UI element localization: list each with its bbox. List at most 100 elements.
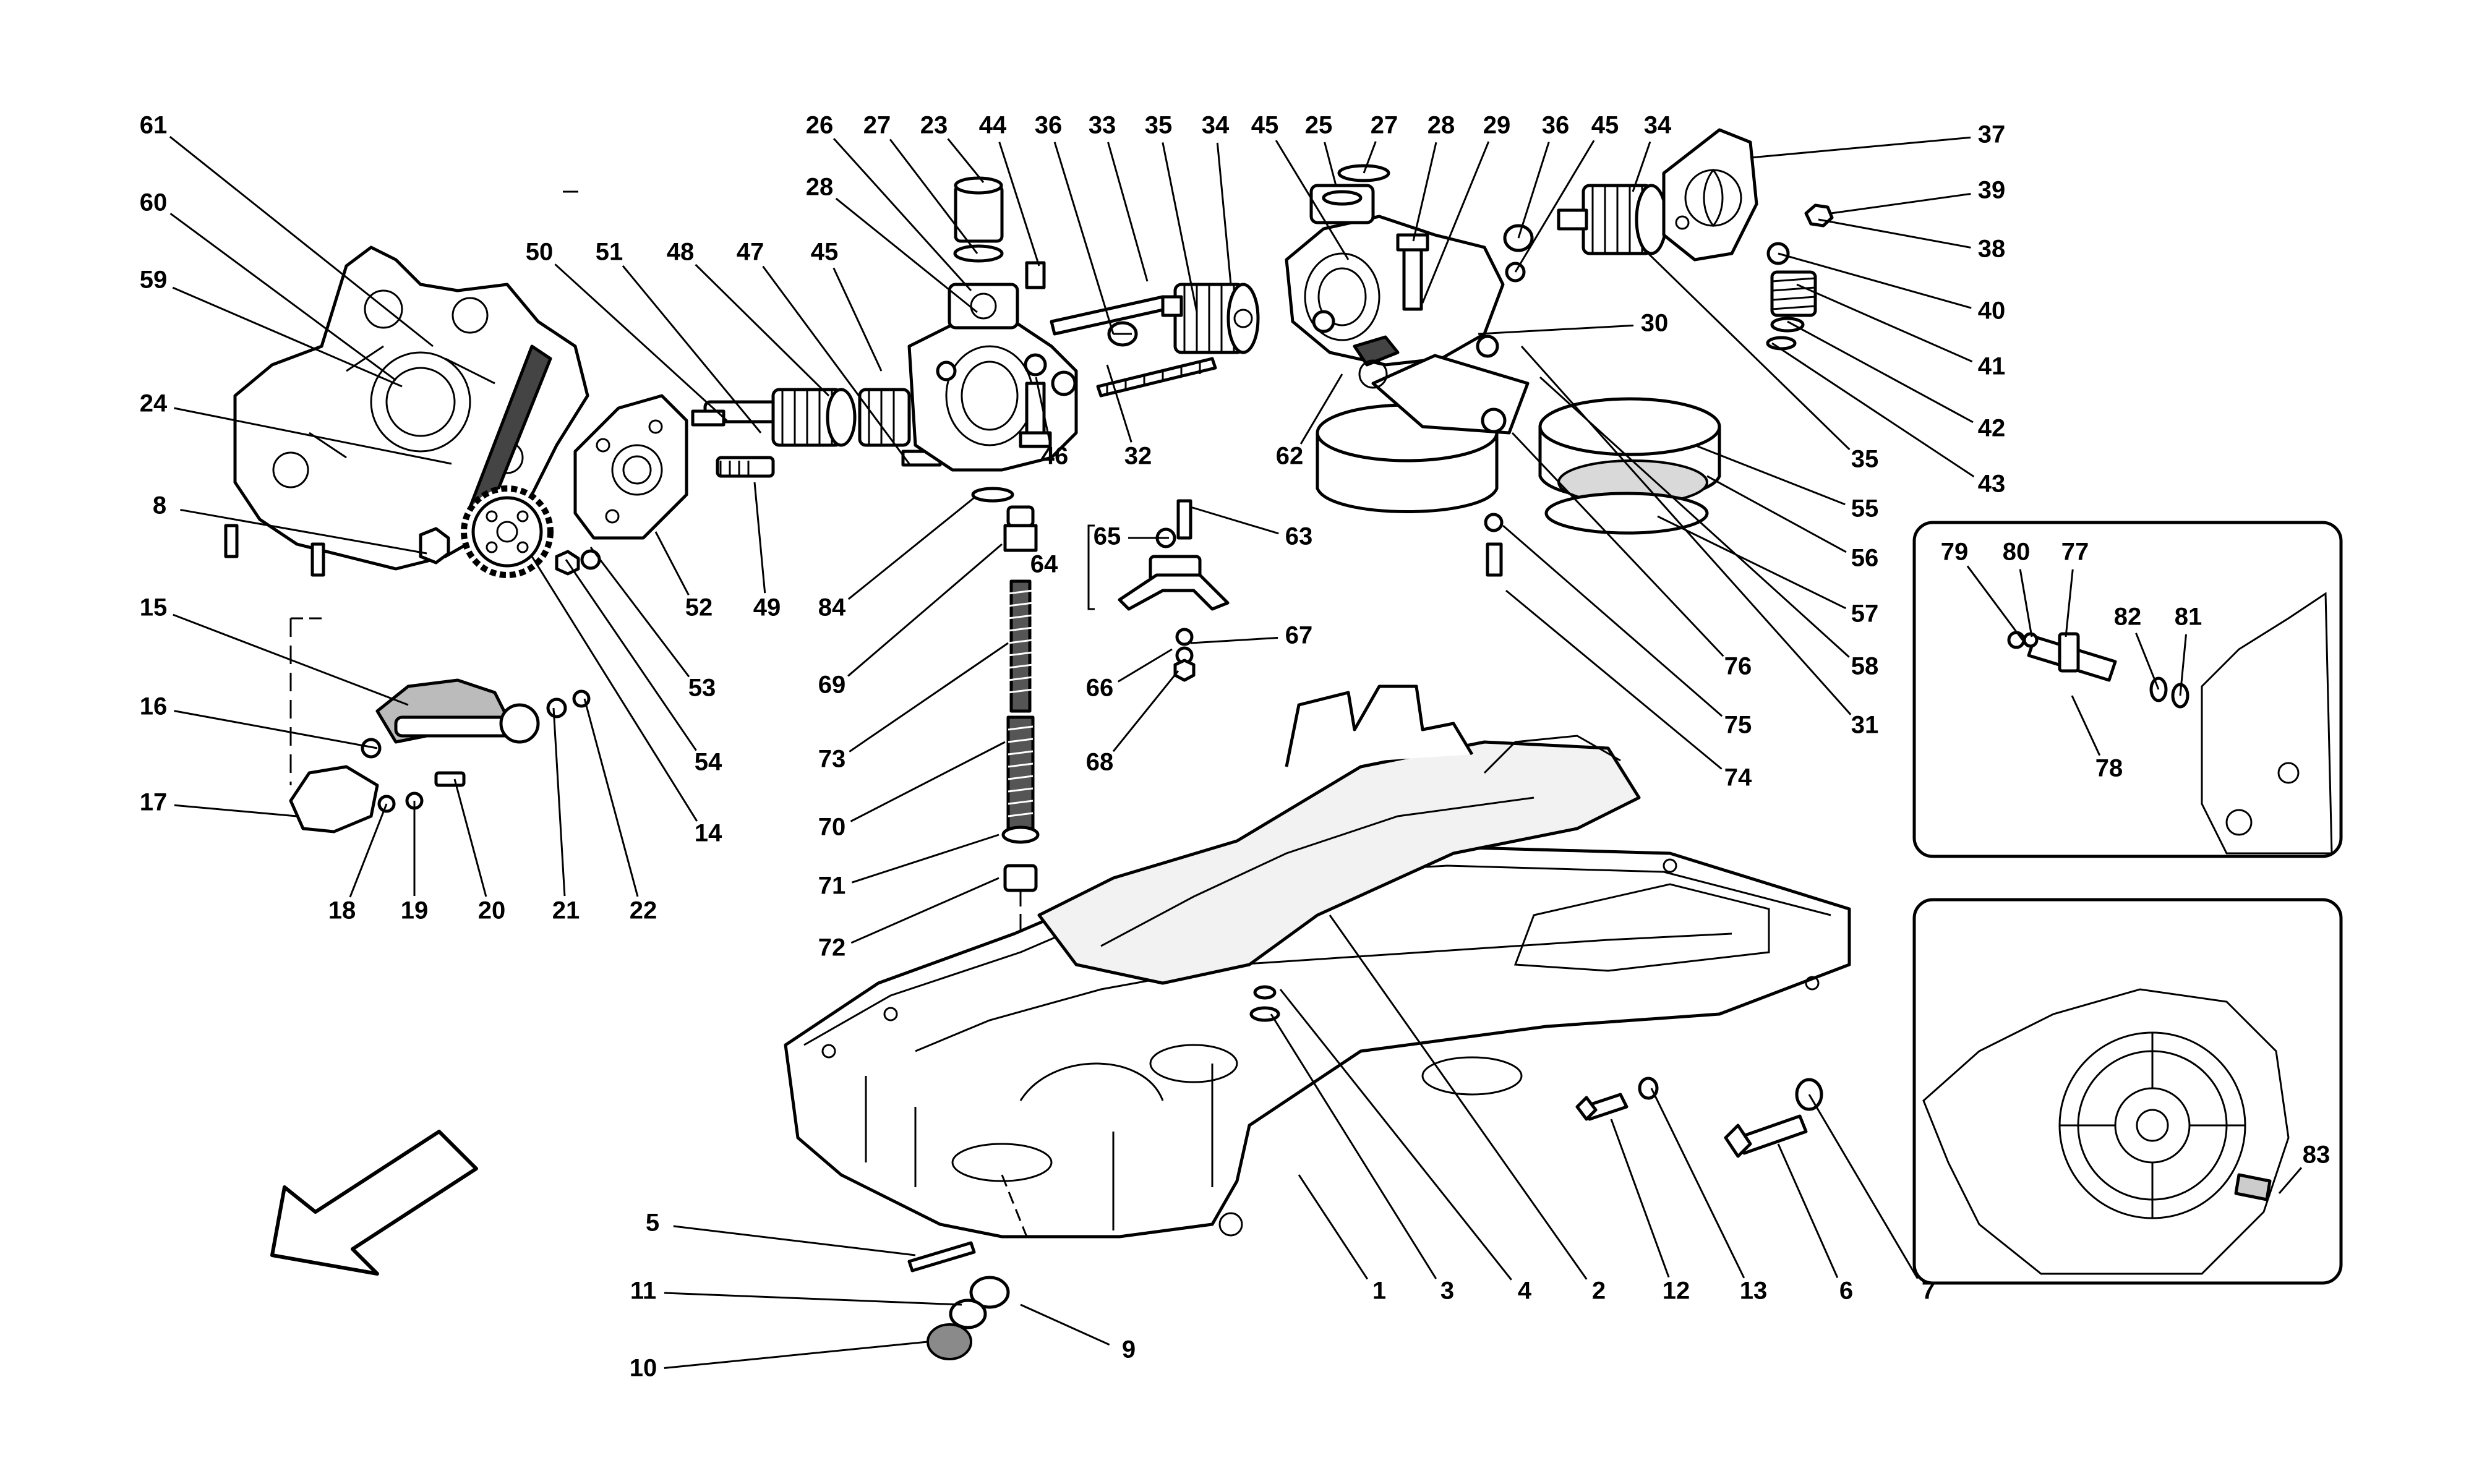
leader-line-c70 <box>850 741 1006 822</box>
leader-line-c44 <box>998 142 1040 267</box>
callout-label-c18: 18 <box>328 897 356 924</box>
callout-label-c52: 52 <box>685 594 713 621</box>
callout-label-c15: 15 <box>140 594 168 621</box>
leader-line-c1 <box>1298 1174 1369 1280</box>
callout-label-c80: 80 <box>2003 539 2031 566</box>
callout-label-c27a: 27 <box>863 112 891 139</box>
leader-line-c46 <box>1035 377 1051 442</box>
leader-line-c23 <box>947 138 985 183</box>
leader-line-c2 <box>1329 915 1588 1280</box>
leader-line-c77 <box>2065 569 2074 638</box>
leader-line-c10 <box>664 1341 928 1369</box>
drain-plugs <box>907 1174 1028 1360</box>
sprocket <box>461 485 554 578</box>
leader-line-c74 <box>1505 589 1723 770</box>
leader-line-c66 <box>1117 648 1173 683</box>
pressure-valve-stack <box>971 487 1040 1064</box>
callout-label-c45c: 45 <box>1591 112 1619 139</box>
callout-label-c74: 74 <box>1724 764 1752 791</box>
leader-line-c12 <box>1610 1119 1670 1278</box>
leader-line-c47 <box>762 265 910 464</box>
callout-label-c6: 6 <box>1839 1277 1853 1305</box>
callout-label-c28a: 28 <box>806 174 834 201</box>
callout-label-c24: 24 <box>140 390 168 417</box>
leader-line-c57 <box>1657 515 1846 610</box>
callout-label-c17: 17 <box>140 789 168 816</box>
callout-label-c40: 40 <box>1978 297 2006 325</box>
leader-line-c71 <box>851 834 999 884</box>
leader-line-c30 <box>1478 324 1634 335</box>
callout-label-c4: 4 <box>1518 1277 1532 1305</box>
leader-line-c3 <box>1270 1013 1437 1279</box>
callout-label-c9: 9 <box>1122 1336 1136 1363</box>
callout-label-c69: 69 <box>818 672 846 699</box>
callout-label-c45b: 45 <box>1251 112 1279 139</box>
callout-label-c58: 58 <box>1851 653 1879 680</box>
relief-valve <box>1766 203 1834 351</box>
callout-label-c75: 75 <box>1724 712 1752 739</box>
callout-label-c43: 43 <box>1978 471 2006 498</box>
callout-label-c21: 21 <box>552 897 580 924</box>
leader-line-c68 <box>1112 670 1179 753</box>
leader-line-c55 <box>1694 444 1846 506</box>
gear-48 <box>771 388 857 447</box>
leader-line-c26 <box>833 138 972 292</box>
leader-line-c17 <box>174 804 297 817</box>
leader-line-c4 <box>1279 989 1512 1281</box>
callout-label-c72: 72 <box>818 934 846 962</box>
callout-label-c68: 68 <box>1086 749 1114 776</box>
callout-label-c36b: 36 <box>1542 112 1570 139</box>
callout-label-c1: 1 <box>1372 1277 1386 1305</box>
callout-label-c37: 37 <box>1978 121 2006 148</box>
baffle-plate <box>1037 684 1641 985</box>
leader-line-c41 <box>1796 283 1973 363</box>
end-cover-37 <box>1662 128 1758 262</box>
leader-line-c11 <box>664 1292 962 1306</box>
leader-line-c7 <box>1808 1094 1919 1279</box>
leader-line-c81 <box>2179 634 2187 696</box>
callout-label-c33: 33 <box>1089 112 1116 139</box>
callout-label-c71: 71 <box>818 872 846 900</box>
callout-label-c41: 41 <box>1978 353 2006 380</box>
leader-line-c69 <box>847 543 1003 677</box>
callout-label-c79: 79 <box>1941 539 1969 566</box>
leader-line-c15 <box>173 613 409 706</box>
chain-tensioner <box>289 617 591 834</box>
leader-line-c6 <box>1777 1143 1839 1278</box>
callout-label-c65: 65 <box>1094 523 1121 550</box>
leader-line-c18 <box>349 803 388 898</box>
callout-label-c3: 3 <box>1440 1277 1454 1305</box>
callout-label-c44: 44 <box>979 112 1007 139</box>
callout-label-c14: 14 <box>695 820 722 847</box>
pump-body-right <box>1285 184 1505 367</box>
leader-line-c45c <box>1514 140 1595 273</box>
leader-line-c36b <box>1517 142 1550 239</box>
leader-line-c56 <box>1706 475 1847 553</box>
callout-label-c73: 73 <box>818 746 846 773</box>
leader-line-c79 <box>1966 565 2024 641</box>
leader-line-c83 <box>2278 1167 2303 1194</box>
leader-line-c37 <box>1750 136 1971 159</box>
callout-label-c26: 26 <box>806 112 834 139</box>
callout-label-c66: 66 <box>1086 675 1114 702</box>
leader-line-c63 <box>1190 506 1279 535</box>
leader-line-c21 <box>552 707 566 897</box>
callout-label-c56: 56 <box>1851 545 1879 572</box>
callout-label-c64: 64 <box>1030 551 1058 578</box>
callout-label-c55: 55 <box>1851 495 1879 522</box>
leader-line-c38 <box>1818 218 1971 249</box>
sump-fasteners <box>1249 985 1823 1158</box>
leader-line-c51 <box>622 265 762 433</box>
callout-label-c82: 82 <box>2114 603 2142 631</box>
leader-line-c61 <box>169 135 434 348</box>
leader-line-c45b <box>1275 140 1350 260</box>
callout-label-c78: 78 <box>2095 755 2123 782</box>
callout-label-c7: 7 <box>1922 1277 1935 1305</box>
leader-line-c32 <box>1106 364 1132 443</box>
callout-label-c45a: 45 <box>811 239 839 266</box>
bracket-64 <box>1087 499 1230 682</box>
leader-line-c9 <box>1020 1303 1110 1346</box>
callout-label-c5: 5 <box>646 1209 659 1237</box>
inset-bottom-right <box>1912 898 2343 1285</box>
